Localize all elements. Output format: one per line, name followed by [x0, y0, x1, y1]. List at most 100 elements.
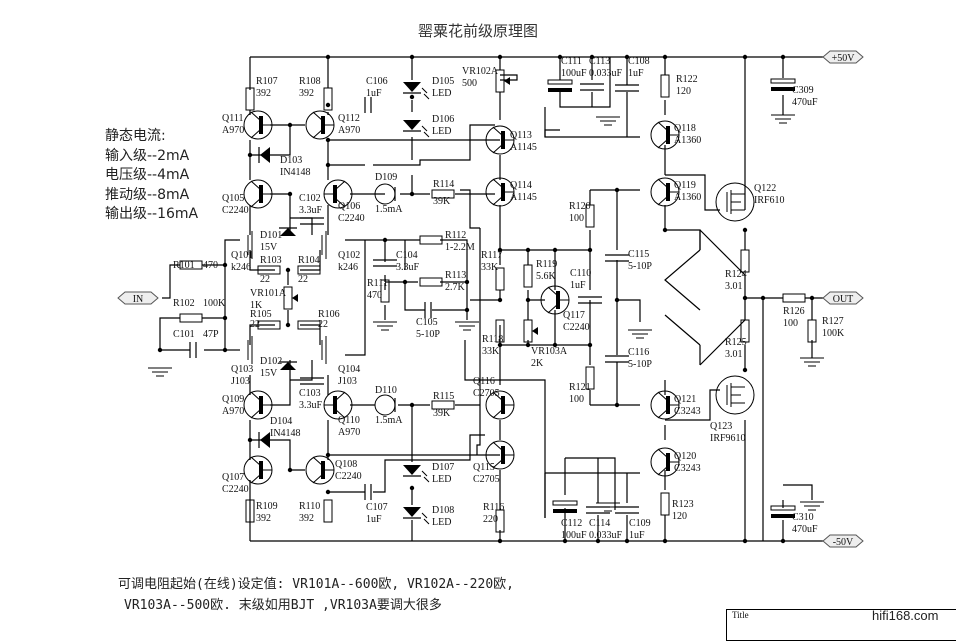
label-c116: C116 — [628, 347, 649, 358]
value-vr103a: 2K — [531, 358, 544, 369]
collector-lead — [250, 456, 262, 467]
value-r121: 100 — [569, 394, 584, 405]
label-q115: Q115 — [473, 462, 495, 473]
value-q120: C3243 — [674, 463, 701, 474]
resistor-r114 — [431, 189, 455, 199]
emitter-lead — [657, 195, 669, 206]
value-q115: C2705 — [473, 474, 500, 485]
value-d101: 15V — [260, 242, 278, 253]
capacitor-c111 — [547, 79, 573, 85]
label-r121: R121 — [569, 382, 591, 393]
label-q114: Q114 — [510, 180, 532, 191]
resistors — [179, 69, 817, 533]
collector-lead — [334, 180, 346, 191]
diodes — [258, 82, 430, 525]
resistor-r115 — [431, 400, 455, 410]
value-r120: 100 — [569, 213, 584, 224]
emitter-lead — [334, 197, 346, 208]
label-q121: Q121 — [674, 394, 696, 405]
label-c107: C107 — [366, 502, 388, 513]
value-r107: 392 — [256, 88, 271, 99]
value-r108: 392 — [299, 88, 314, 99]
value-r115: 39K — [433, 408, 451, 419]
ground-icon — [800, 501, 824, 511]
label-d107: D107 — [432, 462, 454, 473]
port-label-out: OUT — [833, 294, 854, 305]
value-c108: 1uF — [628, 68, 644, 79]
capacitor-c109 — [615, 506, 639, 514]
value-c115: 5-10P — [628, 261, 652, 272]
resistor-r113 — [419, 277, 443, 287]
mosfet-q122 — [715, 182, 755, 222]
resistor-r112 — [419, 235, 443, 245]
label-c110: C110 — [570, 268, 591, 279]
label-q104: Q104 — [338, 364, 360, 375]
emitter-lead — [657, 408, 669, 419]
diode-d104 — [260, 432, 270, 448]
resistor-r124 — [740, 249, 750, 273]
label-c105: C105 — [416, 317, 438, 328]
emitter-lead — [250, 128, 262, 139]
jfet-q102 — [321, 231, 327, 259]
label-c310: C310 — [792, 512, 814, 523]
note-line: 推动级--8mA — [105, 186, 190, 203]
value-r116: 220 — [483, 514, 498, 525]
value-c101: 47P — [203, 329, 219, 340]
emitter-lead — [492, 143, 504, 154]
value-r101: 470 — [203, 260, 218, 271]
label-vr103a: VR103A — [531, 346, 568, 357]
value-r106: 22 — [318, 319, 328, 330]
resistor-r105 — [257, 320, 281, 330]
label-c102: C102 — [299, 193, 321, 204]
value-r105: 22 — [250, 319, 260, 330]
value-r104: 22 — [298, 274, 308, 285]
resistor-r123 — [660, 492, 670, 516]
driver-wiring — [460, 57, 641, 541]
value-q106: C2240 — [338, 213, 365, 224]
value-d104: IN4148 — [270, 428, 301, 439]
label-r115: R115 — [433, 391, 454, 402]
label-q108: Q108 — [335, 459, 357, 470]
label-q105: Q105 — [222, 193, 244, 204]
ground-icon — [800, 357, 824, 367]
value-r122: 120 — [676, 86, 691, 97]
label-r107: R107 — [256, 76, 278, 87]
diode-d103 — [260, 147, 270, 163]
value-c105: 5-10P — [416, 329, 440, 340]
emitter-lead — [657, 465, 669, 476]
capacitor-c102 — [300, 217, 324, 225]
value-r126: 100 — [783, 318, 798, 329]
value-d107: LED — [432, 474, 451, 485]
value-q103: J103 — [231, 376, 250, 387]
resistor-r117 — [495, 267, 505, 291]
label-r105: R105 — [250, 309, 272, 320]
label-d104: D104 — [270, 416, 292, 427]
junction-dot — [325, 102, 331, 108]
label-c112: C112 — [561, 518, 582, 529]
value-d110: 1.5mA — [375, 415, 403, 426]
resistor-r101 — [179, 260, 203, 270]
value-r102: 100K — [203, 298, 226, 309]
ground-icon — [628, 329, 652, 339]
capacitor-plate — [553, 509, 577, 513]
value-r109: 392 — [256, 513, 271, 524]
resistor-r116 — [495, 509, 505, 533]
value-q104: J103 — [338, 376, 357, 387]
jfet-q103 — [247, 336, 253, 364]
junction-dot — [409, 94, 415, 100]
mosfet-channel — [726, 383, 745, 407]
value-q101: k246 — [231, 262, 251, 273]
junction-dot — [325, 54, 331, 60]
value-r119: 5.6K — [536, 271, 557, 282]
emitter-lead — [250, 197, 262, 208]
emitter-lead — [547, 303, 559, 314]
value-c110: 1uF — [570, 280, 586, 291]
mosfet-q123 — [715, 375, 755, 415]
footer-line: 可调电阻起始(在线)设定值: VR101A--600欧, VR102A--220… — [118, 577, 514, 592]
mosfet-channel — [726, 190, 745, 214]
label-q106: Q106 — [338, 201, 360, 212]
quiescent-current-notes: 静态电流: 输入级--2mA 电压级--4mA 推动级--8mA 输出级--16… — [105, 127, 198, 225]
label-r112: R112 — [445, 230, 466, 241]
resistor-r125 — [740, 319, 750, 343]
